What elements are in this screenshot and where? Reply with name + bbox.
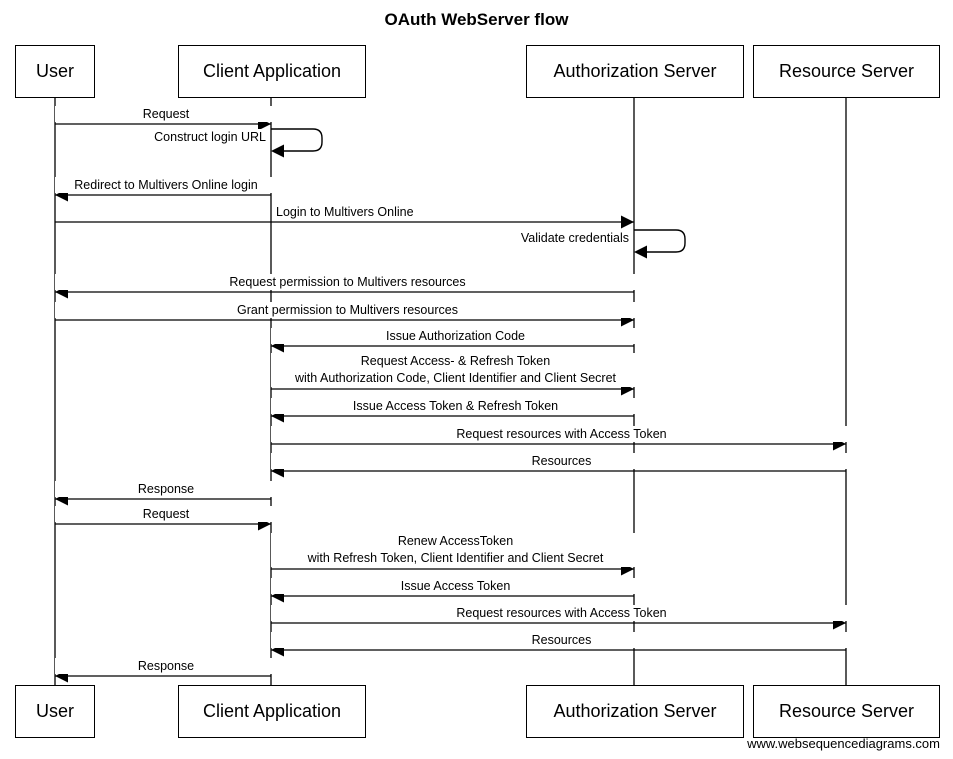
- actor-label: Authorization Server: [553, 61, 717, 81]
- arrowhead: [271, 409, 284, 423]
- arrowhead: [258, 517, 271, 531]
- arrowhead: [634, 245, 647, 259]
- arrowhead: [55, 285, 68, 299]
- actor-label: User: [35, 61, 74, 81]
- arrowhead: [271, 643, 284, 657]
- arrowhead: [55, 188, 68, 202]
- actor-label: Authorization Server: [553, 701, 717, 721]
- arrowhead: [621, 215, 634, 229]
- messages-group: [55, 117, 846, 683]
- arrowhead: [271, 464, 284, 478]
- actor-label: Client Application: [202, 701, 342, 721]
- self-message-line-m2: [271, 128, 323, 152]
- arrowhead: [55, 669, 68, 683]
- actor-box-client-bottom[interactable]: Client Application: [178, 685, 366, 738]
- arrowhead: [833, 437, 846, 451]
- arrowhead: [833, 616, 846, 630]
- actor-box-resource-bottom[interactable]: Resource Server: [753, 685, 940, 738]
- actor-label: Resource Server: [778, 61, 915, 81]
- actor-box-resource-top[interactable]: Resource Server: [753, 45, 940, 98]
- actor-label: User: [35, 701, 74, 721]
- arrowhead: [621, 382, 634, 396]
- lifelines-group: [54, 98, 847, 685]
- arrowhead: [621, 562, 634, 576]
- footer-attribution: www.websequencediagrams.com: [747, 736, 940, 751]
- actor-label: Client Application: [202, 61, 342, 81]
- arrowhead: [271, 144, 284, 158]
- page-title: OAuth WebServer flow: [384, 10, 569, 29]
- self-message-line-m5: [634, 229, 686, 253]
- arrowhead: [271, 339, 284, 353]
- actor-box-client-top[interactable]: Client Application: [178, 45, 366, 98]
- actor-box-user-top[interactable]: User: [15, 45, 95, 98]
- actor-box-authz-bottom[interactable]: Authorization Server: [526, 685, 744, 738]
- actor-box-user-bottom[interactable]: User: [15, 685, 95, 738]
- arrowhead: [258, 117, 271, 131]
- arrowhead: [55, 492, 68, 506]
- arrowhead: [271, 589, 284, 603]
- actor-box-authz-top[interactable]: Authorization Server: [526, 45, 744, 98]
- actor-label: Resource Server: [778, 701, 915, 721]
- arrowhead: [621, 313, 634, 327]
